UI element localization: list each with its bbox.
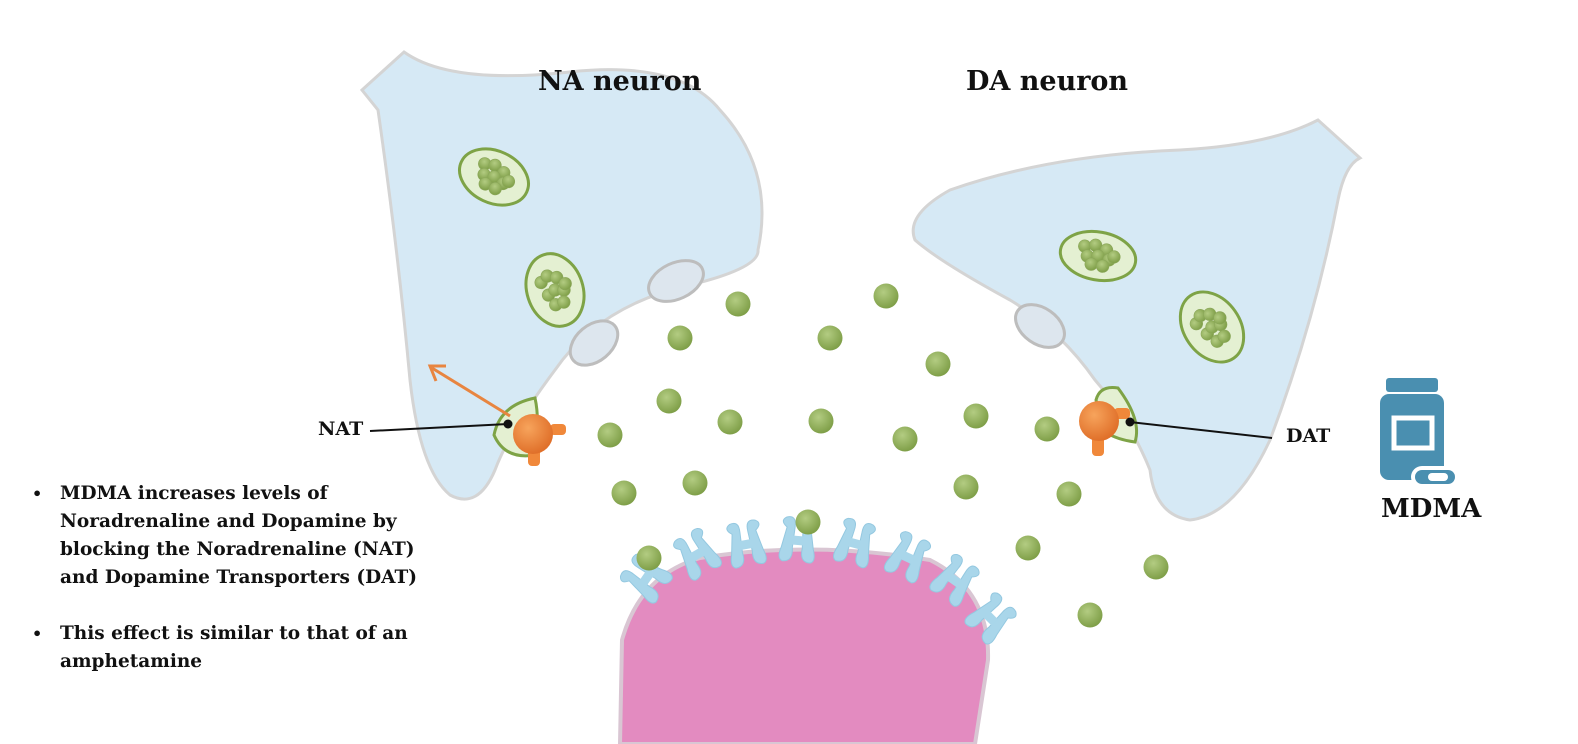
neurotransmitter-dot bbox=[636, 545, 662, 571]
neurotransmitter-dot bbox=[725, 291, 751, 317]
receptor bbox=[929, 553, 980, 607]
receptor bbox=[883, 531, 932, 584]
notes-list: MDMA increases levels of Noradrenaline a… bbox=[30, 480, 430, 704]
neurotransmitter-dot bbox=[963, 403, 989, 429]
neurotransmitter-dot bbox=[597, 422, 623, 448]
dat-transporter bbox=[1079, 386, 1139, 456]
nat-leader-dot bbox=[503, 419, 513, 429]
nat-transporter bbox=[492, 396, 566, 466]
dat-leader-dot bbox=[1125, 417, 1135, 427]
nat-leader-line bbox=[369, 423, 509, 432]
vesicle bbox=[458, 147, 530, 207]
da-neuron-body bbox=[911, 118, 1363, 522]
pill-bottle-icon bbox=[1380, 378, 1459, 488]
receptor bbox=[833, 517, 876, 569]
da-neuron-title: DA neuron bbox=[966, 66, 1129, 97]
note-item: This effect is similar to that of an amp… bbox=[30, 620, 430, 676]
neurotransmitter-dot bbox=[1015, 535, 1041, 561]
neurotransmitter-dot bbox=[892, 426, 918, 452]
note-item: MDMA increases levels of Noradrenaline a… bbox=[30, 480, 430, 592]
postsynaptic-neuron bbox=[617, 547, 991, 744]
receptor bbox=[964, 592, 1017, 645]
neurotransmitter-group bbox=[597, 283, 1169, 628]
neurotransmitter-dot bbox=[682, 470, 708, 496]
mdma-label: MDMA bbox=[1381, 494, 1482, 524]
vesicle-group bbox=[458, 147, 1246, 364]
reverse-transport-arrow-icon bbox=[427, 364, 511, 418]
receptor bbox=[726, 519, 767, 569]
neurotransmitter-dot bbox=[717, 409, 743, 435]
neurotransmitter-dot bbox=[953, 474, 979, 500]
vesicle bbox=[524, 252, 586, 328]
neurotransmitter-dot bbox=[925, 351, 951, 377]
empty-vesicle bbox=[1014, 303, 1066, 349]
neurotransmitter-dot bbox=[1056, 481, 1082, 507]
receptor bbox=[673, 527, 722, 581]
na-neuron-title: NA neuron bbox=[538, 66, 702, 97]
neurotransmitter-dot bbox=[1077, 602, 1103, 628]
neurotransmitter-dot bbox=[808, 408, 834, 434]
dat-leader-line bbox=[1129, 421, 1273, 439]
empty-vesicle bbox=[647, 259, 705, 303]
neurotransmitter-dot bbox=[873, 283, 899, 309]
dat-label: DAT bbox=[1286, 425, 1331, 447]
neurotransmitter-dot bbox=[667, 325, 693, 351]
neurotransmitter-dot bbox=[611, 480, 637, 506]
neurotransmitter-dot bbox=[795, 509, 821, 535]
empty-vesicle bbox=[568, 319, 620, 367]
nat-label: NAT bbox=[318, 418, 364, 440]
vesicle bbox=[1058, 229, 1138, 283]
neurotransmitter-dot bbox=[656, 388, 682, 414]
neurotransmitter-dot bbox=[1034, 416, 1060, 442]
neurotransmitter-dot bbox=[1143, 554, 1169, 580]
vesicle bbox=[1178, 290, 1246, 364]
neurotransmitter-dot bbox=[817, 325, 843, 351]
